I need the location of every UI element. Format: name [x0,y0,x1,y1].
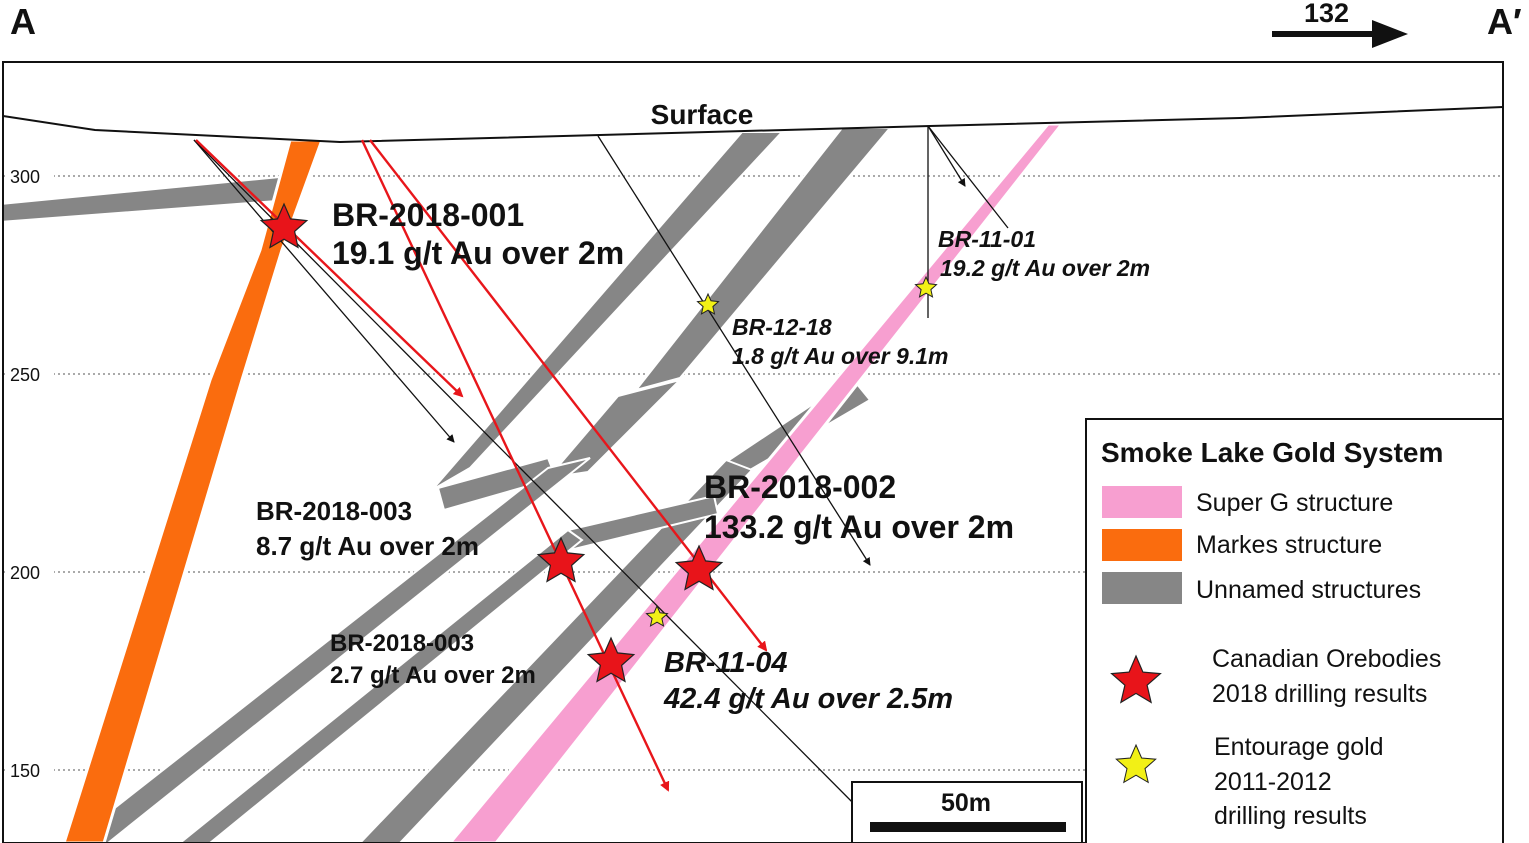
legend-swatch-unnamed [1102,572,1182,604]
grade-text: 1.8 g/t Au over 9.1m [732,343,948,369]
legend-label-yellow-line2: 2011-2012 [1214,768,1332,796]
label-br-2018-001: BR-2018-001 19.1 g/t Au over 2m [332,197,624,271]
scale-bar-label: 50m [941,789,991,817]
section-end-label: A′ [1487,1,1522,42]
legend-label-unnamed: Unnamed structures [1196,576,1421,604]
legend-label-yellow-line3: drilling results [1214,802,1367,830]
star-red-icon [259,202,309,249]
legend-red-star-icon [1110,654,1162,704]
grade-text: 8.7 g/t Au over 2m [256,531,479,561]
legend: Smoke Lake Gold System Super G structure… [1085,418,1504,843]
hole-id: BR-12-18 [732,314,832,340]
star-red-icon [586,636,636,683]
hole-id: BR-11-04 [664,647,788,679]
legend-label-red-line2: 2018 drilling results [1212,680,1427,708]
surface-line [3,106,1503,144]
tick-200: 200 [10,563,40,583]
scale-bar-box [851,781,1083,843]
grade-text: 19.2 g/t Au over 2m [940,255,1150,281]
section-start-label: A [10,1,36,42]
legend-label-red-line1: Canadian Orebodies [1212,645,1441,673]
grade-text: 19.1 g/t Au over 2m [332,235,624,271]
legend-swatch-super-g [1102,486,1182,518]
legend-yellow-star-icon [1115,743,1157,784]
tick-150: 150 [10,761,40,781]
label-br-2018-003-lower: BR-2018-003 2.7 g/t Au over 2m [330,630,536,689]
legend-swatch-markes [1102,529,1182,561]
surface-label: Surface [651,99,754,130]
hole-id: BR-11-01 [938,226,1036,252]
grade-text: 2.7 g/t Au over 2m [330,662,536,689]
legend-label-yellow-line1: Entourage gold [1214,733,1384,761]
azimuth-arrow-icon [1272,20,1408,48]
entourage-drill-traces [193,125,1009,821]
star-yellow-icon [645,604,669,627]
grade-text: 133.2 g/t Au over 2m [704,509,1014,545]
hole-id: BR-2018-002 [704,469,896,505]
star-red-icon [674,544,724,591]
hole-id: BR-2018-001 [332,197,524,233]
azimuth-label: 132 [1304,0,1349,28]
star-red-icon [536,536,586,583]
star-yellow-icon [696,292,720,315]
star-yellow-icon [914,275,938,298]
tick-250: 250 [10,365,40,385]
scale-bar [870,822,1066,832]
hole-id: BR-2018-003 [330,630,474,657]
label-br-2018-002: BR-2018-002 133.2 g/t Au over 2m [704,469,1014,545]
label-br-2018-003-upper: BR-2018-003 8.7 g/t Au over 2m [256,496,479,561]
elevation-tick-labels: 300 250 200 150 [6,164,54,782]
label-br-12-18: BR-12-18 1.8 g/t Au over 9.1m [732,314,948,369]
tick-300: 300 [10,167,40,187]
section-map: 50m [3,106,1503,843]
result-stars [259,202,938,683]
legend-label-super-g: Super G structure [1196,489,1393,517]
legend-label-markes: Markes structure [1196,531,1382,559]
markes-structure [62,138,325,843]
legend-title: Smoke Lake Gold System [1101,437,1443,468]
grade-text: 42.4 g/t Au over 2.5m [663,683,953,715]
label-br-11-04: BR-11-04 42.4 g/t Au over 2.5m [663,647,953,715]
hole-id: BR-2018-003 [256,496,412,526]
label-br-11-01: BR-11-01 19.2 g/t Au over 2m [938,226,1150,281]
